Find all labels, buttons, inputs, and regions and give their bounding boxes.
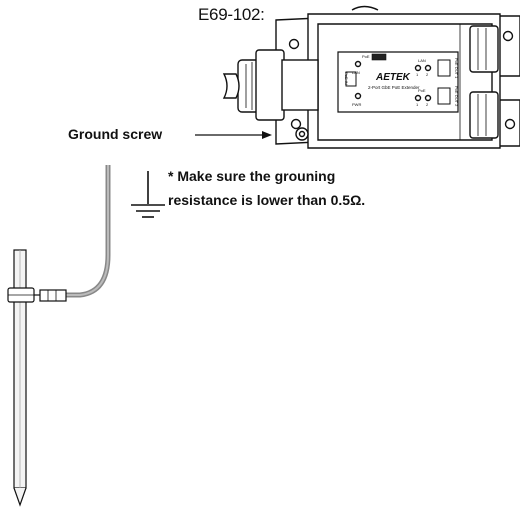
ground-rod [7, 249, 40, 507]
led-group-top-label: LAN [418, 58, 426, 63]
led-pwr-label: PWR [352, 102, 361, 107]
led-lan-label: LAN [352, 70, 360, 75]
device-panel-text: AETEK 2-Port GbE PoE Extender LAN PWR LA… [344, 54, 459, 107]
right-port-top-label: PoE OUT 1 [454, 58, 459, 79]
led-group-bottom-label: PoE [418, 88, 426, 93]
ground-cable [39, 165, 111, 302]
right-port-bottom-label: PoE OUT 2 [454, 86, 459, 107]
product-name: 2-Port GbE PoE Extender [368, 85, 420, 90]
ground-screw-arrow [195, 131, 272, 139]
dip-label: PoE [362, 54, 370, 59]
ground-screw-label: Ground screw [68, 126, 163, 142]
led-num-bottom-2: 2 [426, 102, 429, 107]
poe-extender-device [222, 5, 520, 149]
led-num-top-2: 2 [426, 72, 429, 77]
led-num-top-1: 1 [416, 72, 419, 77]
left-port-label: PoE IN [344, 72, 349, 85]
grounding-resistance-note: * Make sure the grouning resistance is l… [168, 168, 366, 208]
led-num-bottom-1: 1 [416, 102, 419, 107]
ground-symbol-icon [131, 171, 165, 218]
brand-logo: AETEK [375, 72, 411, 83]
model-label: E69-102: [198, 5, 265, 24]
